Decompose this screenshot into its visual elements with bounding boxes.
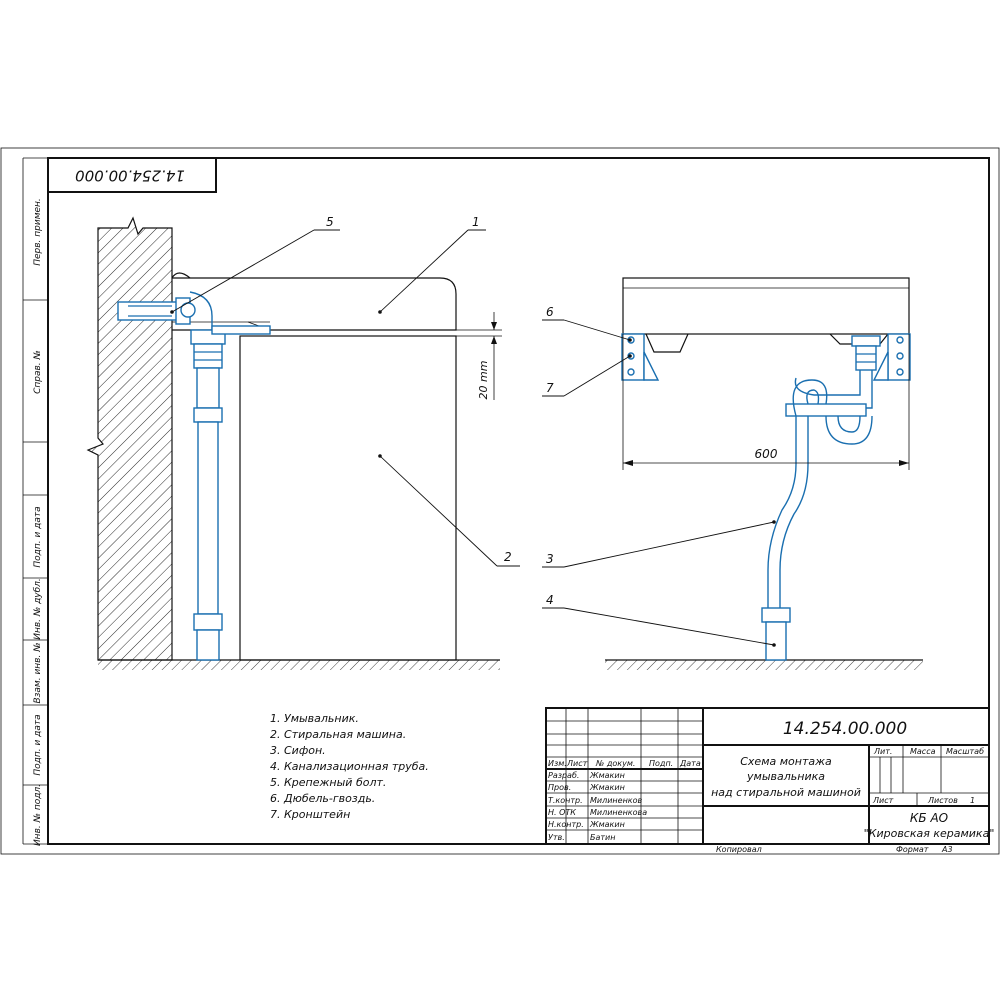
tb-col-doc: № докум.: [595, 759, 635, 768]
kopiroval-label: Копировал: [716, 845, 762, 854]
tb-role: Н. ОТК: [548, 808, 576, 817]
legend-item: 7. Кронштейн: [270, 808, 350, 821]
legend: 1. Умывальник. 2. Стиральная машина. 3. …: [270, 712, 429, 821]
tb-role: Разраб.: [548, 771, 579, 780]
legend-item: 6. Дюбель-гвоздь.: [270, 792, 375, 805]
side-label-podp-data-1: Подп. и дата: [33, 506, 43, 567]
side-label-perv-primen: Перв. примен.: [33, 198, 43, 266]
title-block: Изм. Лист № докум. Подп. Дата Разраб. Жм…: [545, 707, 995, 845]
tb-listov-value: 1: [970, 796, 975, 805]
callout-4: 4: [546, 593, 554, 607]
tb-lit: Лит.: [873, 747, 892, 756]
dimension-600: 600: [622, 334, 910, 470]
side-label-inv-podl: Инв. № подл.: [33, 784, 43, 846]
format-label: Формат: [896, 845, 929, 854]
callout-2: 2: [504, 550, 512, 564]
tb-col-izm: Изм.: [548, 759, 567, 768]
tb-masshtab: Масштаб: [946, 747, 984, 756]
tb-name: Жмакин: [589, 771, 625, 780]
bolt: [117, 301, 179, 321]
dimension-600-label: 600: [755, 447, 778, 461]
tb-role: Пров.: [548, 783, 571, 792]
callout-3: 3: [546, 552, 554, 566]
drawing-frame: [47, 157, 990, 845]
tb-title-line3: над стиральной машиной: [711, 786, 861, 799]
rotated-doc-number-box: 14.254.00.000: [47, 157, 217, 193]
washbasin-right: [622, 277, 910, 335]
rotated-doc-number: 14.254.00.000: [75, 167, 185, 185]
legend-item: 5. Крепежный болт.: [270, 776, 386, 789]
tb-name: Милиненкова: [590, 808, 647, 817]
tb-col-podp: Подп.: [649, 759, 673, 768]
left-view: [86, 216, 500, 670]
tb-title-line2: умывальника: [746, 770, 825, 783]
dimension-20mm: 20 mm: [456, 312, 502, 400]
legend-item: 1. Умывальник.: [270, 712, 359, 725]
right-view: [605, 277, 923, 670]
side-label-vzam-inv: Взам. инв. №: [33, 642, 43, 703]
siphon: [851, 335, 881, 347]
tb-role: Т.контр.: [548, 796, 583, 805]
tb-role: Н.контр.: [548, 820, 584, 829]
tb-col-data: Дата: [679, 759, 701, 768]
tb-org-line1: КБ АО: [910, 811, 948, 825]
format-value: А3: [941, 845, 953, 854]
tb-massa: Масса: [910, 747, 936, 756]
tb-listov: Листов: [927, 796, 958, 805]
callout-6: 6: [546, 305, 554, 319]
side-label-inv-dubl: Инв. № дубл.: [33, 578, 43, 640]
washbasin-left: [172, 277, 457, 331]
side-label-podp-data-2: Подп. и дата: [33, 714, 43, 775]
washing-machine: [239, 335, 457, 661]
sheet-border: [0, 147, 1000, 855]
tb-col-list: Лист: [566, 759, 588, 768]
callout-5: 5: [326, 215, 334, 229]
callout-7: 7: [546, 381, 554, 395]
callout-1: 1: [472, 215, 480, 229]
wall: [86, 216, 173, 661]
side-label-sprav: Справ. №: [33, 350, 43, 394]
tb-role: Утв.: [548, 833, 565, 842]
tb-title-line1: Схема монтажа: [740, 755, 832, 768]
tb-list: Лист: [872, 796, 894, 805]
drain-pipe: [761, 607, 791, 623]
tb-designation: 14.254.00.000: [783, 719, 907, 739]
tb-name: Жмакин: [589, 783, 625, 792]
legend-item: 3. Сифон.: [270, 744, 326, 757]
legend-item: 4. Канализационная труба.: [270, 760, 429, 773]
legend-item: 2. Стиральная машина.: [270, 728, 406, 741]
side-strip: Перв. примен. Справ. № Подп. и дата Инв.…: [22, 157, 48, 846]
tb-name: Батин: [590, 833, 615, 842]
callouts: 1 2 5 6 7 3 4: [170, 215, 776, 647]
tb-org-line2: "Кировская керамика": [864, 827, 995, 840]
tb-name: Жмакин: [589, 820, 625, 829]
dimension-20-label: 20 mm: [477, 361, 490, 400]
tb-name: Милиненков: [590, 796, 643, 805]
